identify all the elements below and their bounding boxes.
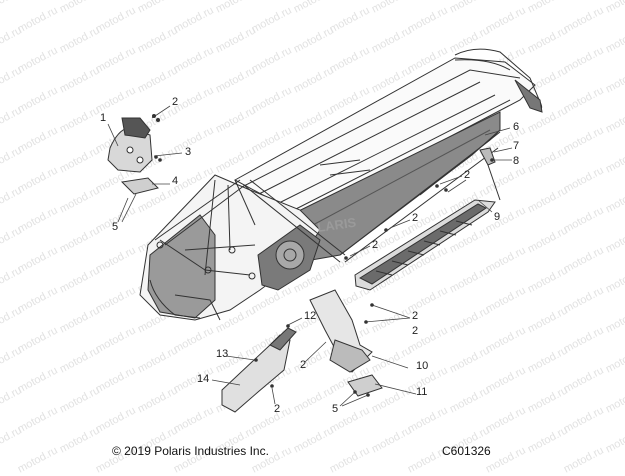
leader-lines <box>107 105 513 407</box>
side-rail <box>339 129 501 263</box>
callout-2: 2 <box>464 169 471 181</box>
front-bracket-1 <box>107 117 153 173</box>
skid-plate-14 <box>221 327 297 413</box>
callout-5: 5 <box>112 221 119 233</box>
callout-12: 12 <box>304 310 317 322</box>
fasteners <box>152 114 494 397</box>
callout-14: 14 <box>197 373 210 385</box>
callout-11: 11 <box>416 386 428 398</box>
callout-5: 5 <box>332 403 339 415</box>
front-bulkhead <box>139 174 346 321</box>
callout-2: 2 <box>274 403 281 415</box>
callout-2: 2 <box>372 239 379 251</box>
tunnel-frame <box>233 48 543 216</box>
callout-4: 4 <box>172 175 179 187</box>
callout-6: 6 <box>513 121 520 133</box>
callout-2: 2 <box>172 96 179 108</box>
callout-2: 2 <box>412 310 419 322</box>
callout-7: 7 <box>513 140 520 152</box>
copyright-text: © 2019 Polaris Industries Inc. <box>112 444 269 458</box>
plate-4 <box>120 177 159 195</box>
running-board <box>354 147 501 291</box>
callout-2: 2 <box>412 325 419 337</box>
diagram-code: C601326 <box>442 444 491 458</box>
plate-10 <box>309 289 373 373</box>
plate-11 <box>347 374 383 397</box>
frame-brand-label: LARIS <box>316 215 357 235</box>
callout-8: 8 <box>513 155 520 167</box>
callout-1: 1 <box>100 112 107 124</box>
callout-10: 10 <box>416 360 429 372</box>
callout-13: 13 <box>216 348 229 360</box>
callout-9: 9 <box>494 211 501 223</box>
callout-2: 2 <box>412 212 419 224</box>
callout-2: 2 <box>300 359 307 371</box>
callout-3: 3 <box>185 146 192 158</box>
